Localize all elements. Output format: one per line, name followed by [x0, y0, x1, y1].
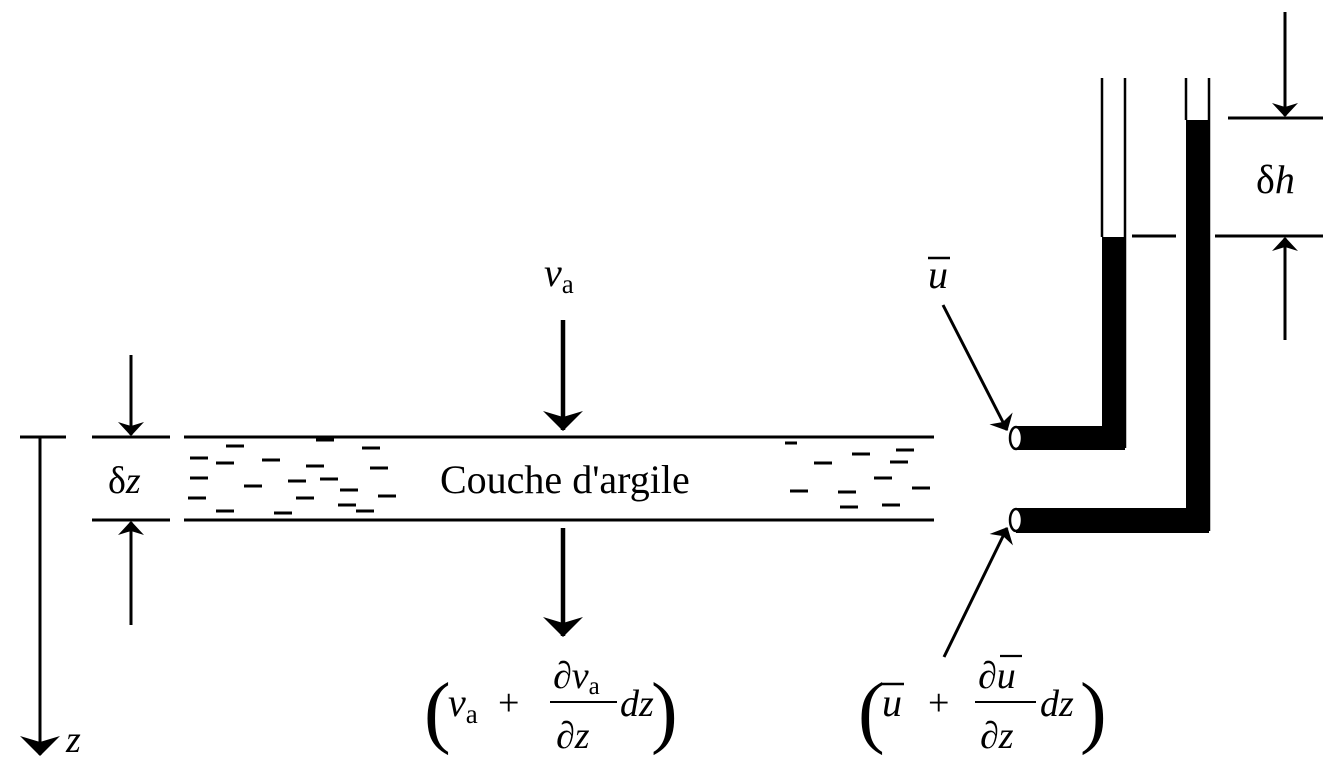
pore-pressure-top-label: u: [928, 252, 948, 297]
outflow-v-term: va: [448, 680, 478, 729]
upper-probe-tip: [1008, 425, 1024, 451]
outflow-dz: dz: [620, 683, 654, 725]
upper-standpipe-water: [1102, 237, 1125, 450]
lower-probe-tip: [1008, 507, 1024, 533]
lower-standpipe-water: [1186, 120, 1209, 533]
pore-pressure-bottom-expression: ( u + ∂u ∂z dz ): [858, 654, 1107, 757]
depth-axis: z: [20, 435, 81, 761]
outflow-partial-numerator: ∂va: [553, 655, 600, 700]
clay-layer-label: Couche d'argile: [440, 457, 690, 502]
lower-probe-tube: [1016, 508, 1209, 533]
clay-layer: Couche d'argile: [184, 435, 934, 522]
inflow-velocity-label: va: [544, 250, 574, 299]
pore-open-paren: (: [858, 668, 885, 756]
pore-pressure-bottom-leader: [942, 527, 1013, 658]
pore-u-term: u: [882, 680, 902, 725]
head-difference-label: δh: [1256, 157, 1295, 202]
piezometer-upper: [1008, 78, 1127, 451]
pore-close-paren: ): [1080, 668, 1107, 756]
piezometer-lower: [1008, 78, 1211, 533]
pore-dz: dz: [1040, 683, 1074, 725]
head-difference-dimension: δh: [1132, 12, 1323, 340]
thickness-dimension: δz: [92, 355, 170, 625]
pore-partial-denominator: ∂z: [980, 715, 1014, 757]
pore-pressure-bottom: ( u + ∂u ∂z dz ): [858, 527, 1107, 757]
pore-pressure-top-leader: [941, 304, 1013, 431]
outflow-close-paren: ): [651, 668, 678, 756]
outflow-open-paren: (: [424, 668, 451, 756]
pore-plus: +: [928, 682, 949, 724]
clay-hatching: [188, 438, 930, 515]
thickness-label: δz: [108, 460, 141, 502]
upper-probe-tube: [1016, 426, 1125, 450]
outflow-partial-denominator: ∂z: [556, 715, 590, 757]
outflow-velocity-expression: ( va + ∂va ∂z dz ): [424, 655, 678, 757]
inflow-velocity: va: [543, 250, 583, 431]
outflow-plus: +: [498, 682, 519, 724]
pore-partial-numerator: ∂u: [978, 655, 1016, 697]
depth-axis-label: z: [65, 719, 81, 761]
outflow-velocity: ( va + ∂va ∂z dz ): [424, 528, 678, 757]
pore-pressure-top: u: [928, 252, 1013, 431]
